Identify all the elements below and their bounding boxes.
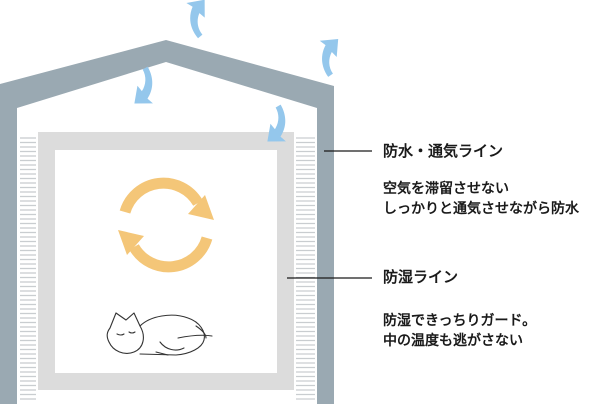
right-outer-wall [317, 96, 334, 404]
moisture-barrier-line-label: 防湿ライン [383, 268, 459, 286]
moisture-barrier-description: 防湿できっちりガード。 中の温度も逃がさない [383, 311, 536, 351]
curved-arrow-icon [175, 0, 221, 39]
curved-arrow-icon [308, 31, 353, 77]
waterproof-ventilation-line-label: 防水・通気ライン [383, 142, 504, 160]
sleeping-cat-icon [106, 312, 213, 356]
description-line: 空気を滞留させない [383, 181, 509, 197]
description-line: しっかりと通気させながら防水 [383, 201, 579, 217]
siding-slats [20, 137, 315, 400]
roof-left [0, 40, 166, 108]
roof-right [166, 40, 334, 108]
waterproof-ventilation-description: 空気を滞留させない しっかりと通気させながら防水 [383, 179, 579, 219]
left-outer-wall [0, 96, 17, 404]
description-line: 中の温度も逃がさない [383, 333, 523, 349]
moisture-barrier-frame [38, 132, 294, 390]
circular-arrows-icon [119, 177, 213, 273]
circular-arrow-heads [118, 195, 214, 255]
description-line: 防湿できっちりガード。 [383, 313, 537, 329]
